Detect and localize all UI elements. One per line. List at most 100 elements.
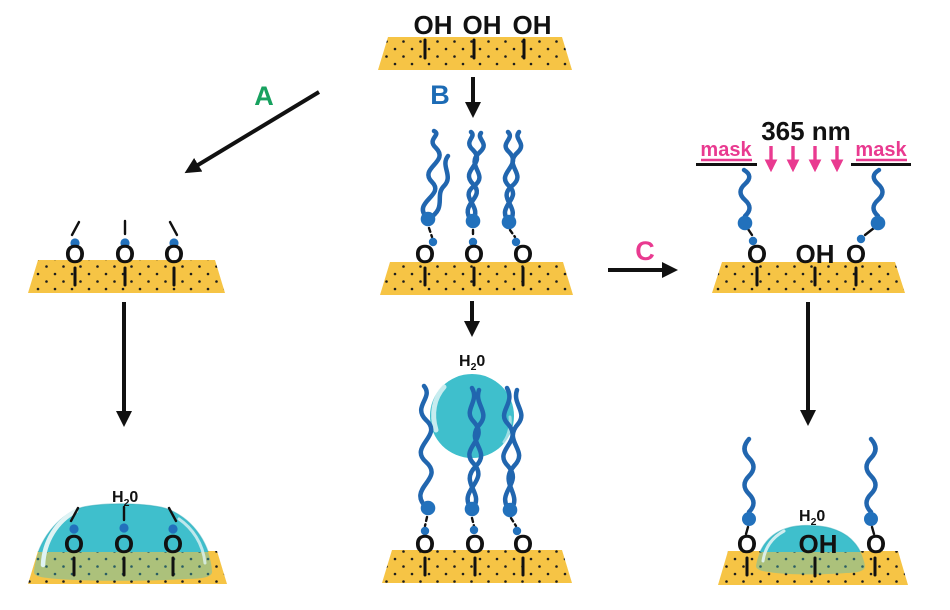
oxygen-label: O bbox=[737, 529, 757, 559]
linker-dot bbox=[469, 525, 479, 535]
chain-strand bbox=[418, 383, 434, 512]
panel-left-silane: O O O bbox=[28, 219, 225, 427]
oxygen-label: O bbox=[415, 239, 435, 269]
panel-center-polymer: O O O bbox=[380, 128, 573, 337]
route-b: B bbox=[430, 77, 481, 118]
substrate bbox=[718, 551, 908, 585]
cleaved-bond-tick bbox=[168, 220, 179, 237]
linker-bond bbox=[746, 227, 754, 237]
chain-strand bbox=[504, 129, 524, 225]
photocleavable-dot bbox=[870, 215, 886, 231]
hydroxyl-label: OH bbox=[799, 529, 838, 559]
cleaved-bond-tick bbox=[70, 220, 81, 237]
drop-highlight bbox=[431, 384, 447, 433]
linker-dot bbox=[428, 237, 438, 247]
chain-strand bbox=[871, 167, 885, 219]
water-label: H20 bbox=[112, 489, 138, 509]
mask-label-left: mask bbox=[700, 139, 752, 161]
chain-strand bbox=[466, 130, 486, 224]
linker-dot bbox=[420, 526, 430, 536]
oxygen-label: O bbox=[747, 239, 767, 269]
oxygen-label: O bbox=[114, 529, 134, 559]
cleaved-bond-tick bbox=[69, 506, 80, 523]
photocleavable-dot bbox=[464, 501, 480, 517]
water-label: H20 bbox=[799, 508, 825, 528]
oxygen-label: O bbox=[163, 529, 183, 559]
photocleavable-dot bbox=[737, 215, 753, 231]
linker-bond bbox=[509, 516, 518, 528]
cleaved-bond-tick bbox=[167, 506, 178, 523]
drop-highlight bbox=[177, 517, 207, 565]
oxygen-label: O bbox=[513, 239, 533, 269]
chain-strand bbox=[864, 436, 878, 515]
drop-highlight bbox=[40, 508, 79, 568]
photocleavable-dot bbox=[501, 214, 517, 230]
hydroxyl-label: OH bbox=[414, 10, 453, 40]
route-c: C bbox=[608, 236, 678, 278]
linker-dot bbox=[120, 238, 130, 248]
panel-right-uv: 365 nm mask mask O OH O bbox=[696, 116, 911, 426]
photocleavable-dot bbox=[864, 512, 878, 526]
chain-strand bbox=[467, 387, 486, 513]
route-a-label: A bbox=[254, 81, 274, 111]
substrate bbox=[380, 262, 573, 295]
hydroxyl-label: OH bbox=[513, 10, 552, 40]
oxygen-label: O bbox=[464, 239, 484, 269]
linker-bond bbox=[427, 226, 434, 239]
route-b-label: B bbox=[430, 80, 450, 110]
panel-bottom-right-patterned: O OH O H20 bbox=[718, 436, 908, 585]
linker-bond bbox=[863, 226, 876, 237]
route-c-label: C bbox=[635, 236, 655, 266]
linker-dot bbox=[748, 236, 758, 246]
panel-bottom-center-hydrophobic: H20 O O O bbox=[382, 353, 572, 583]
chain-strand bbox=[742, 436, 756, 515]
hydroxyl-label: OH bbox=[796, 239, 835, 269]
chain-strand bbox=[738, 167, 752, 219]
photocleavable-dot bbox=[420, 211, 436, 227]
oxygen-label: O bbox=[465, 529, 485, 559]
linker-bond bbox=[870, 525, 876, 536]
panel-bottom-left-hydrophilic: O O O H20 bbox=[28, 489, 227, 584]
linker-dot bbox=[70, 238, 80, 248]
chain-strand bbox=[506, 387, 524, 514]
linker-bond bbox=[423, 515, 429, 528]
oxygen-label: O bbox=[164, 239, 184, 269]
chain-strand bbox=[425, 153, 451, 222]
route-a-arrow bbox=[184, 90, 321, 174]
photocleavable-dot bbox=[502, 502, 518, 518]
uv-wavelength-label: 365 nm bbox=[761, 116, 851, 146]
route-a: A bbox=[184, 81, 321, 174]
drop-highlight bbox=[502, 415, 512, 444]
linker-dot bbox=[69, 524, 79, 534]
drop-highlight bbox=[761, 529, 786, 563]
linker-bond bbox=[508, 228, 517, 239]
polymer-chains bbox=[420, 128, 524, 225]
linker-dot bbox=[856, 234, 866, 244]
chain-strand bbox=[501, 385, 516, 514]
oxygen-label: O bbox=[415, 529, 435, 559]
panel-top-substrate: OH OH OH bbox=[378, 10, 572, 70]
oxygen-label: O bbox=[866, 529, 886, 559]
mask-label-right: mask bbox=[855, 139, 907, 161]
linker-dot bbox=[511, 237, 521, 247]
water-label: H20 bbox=[459, 353, 485, 373]
hydroxyl-label: OH bbox=[463, 10, 502, 40]
photocleavable-dot bbox=[465, 213, 481, 229]
oxygen-label: O bbox=[846, 239, 866, 269]
linker-dot bbox=[119, 523, 129, 533]
water-drop bbox=[759, 524, 862, 552]
oxygen-label: O bbox=[64, 529, 84, 559]
water-drop-wetting bbox=[756, 552, 865, 575]
linker-dot bbox=[168, 524, 178, 534]
polymer-chains bbox=[418, 383, 524, 514]
linker-dot bbox=[468, 237, 478, 247]
oxygen-label: O bbox=[65, 239, 85, 269]
linker-bond bbox=[744, 525, 750, 536]
photocleavable-dot bbox=[420, 500, 436, 516]
substrate bbox=[28, 551, 227, 584]
linker-dot bbox=[169, 238, 179, 248]
oxygen-label: O bbox=[115, 239, 135, 269]
linker-dot bbox=[512, 526, 522, 536]
